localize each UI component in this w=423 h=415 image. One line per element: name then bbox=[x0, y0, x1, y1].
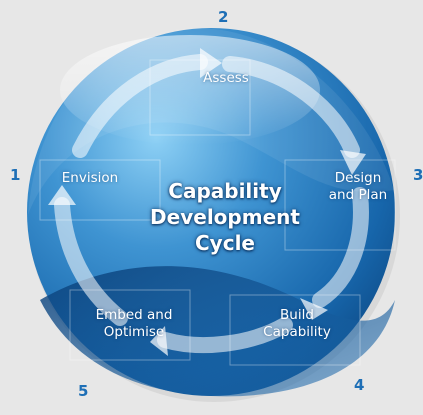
arrow-heads bbox=[48, 48, 366, 356]
stage-number-3: 3 bbox=[413, 166, 423, 184]
stage-number-4: 4 bbox=[354, 376, 365, 394]
stage-label-embed-and-optimise: Embed and Optimise bbox=[95, 307, 173, 340]
stage-label-build-capability: Build Capability bbox=[263, 307, 331, 340]
stage-number-5: 5 bbox=[78, 382, 89, 400]
title-line-1: Capability bbox=[168, 179, 282, 203]
stage-number-1: 1 bbox=[10, 166, 21, 184]
swoosh-band bbox=[40, 266, 395, 397]
stage-label-envision: Envision bbox=[61, 170, 119, 186]
cycle-arrows bbox=[54, 54, 369, 353]
diagram-title: Capability Development Cycle bbox=[120, 178, 330, 256]
title-line-2: Development bbox=[150, 205, 300, 229]
stage-label-assess: Assess bbox=[203, 70, 249, 86]
title-line-3: Cycle bbox=[195, 231, 255, 255]
stage-label-design-and-plan: Design and Plan bbox=[328, 170, 388, 203]
stage-number-2: 2 bbox=[218, 8, 229, 26]
